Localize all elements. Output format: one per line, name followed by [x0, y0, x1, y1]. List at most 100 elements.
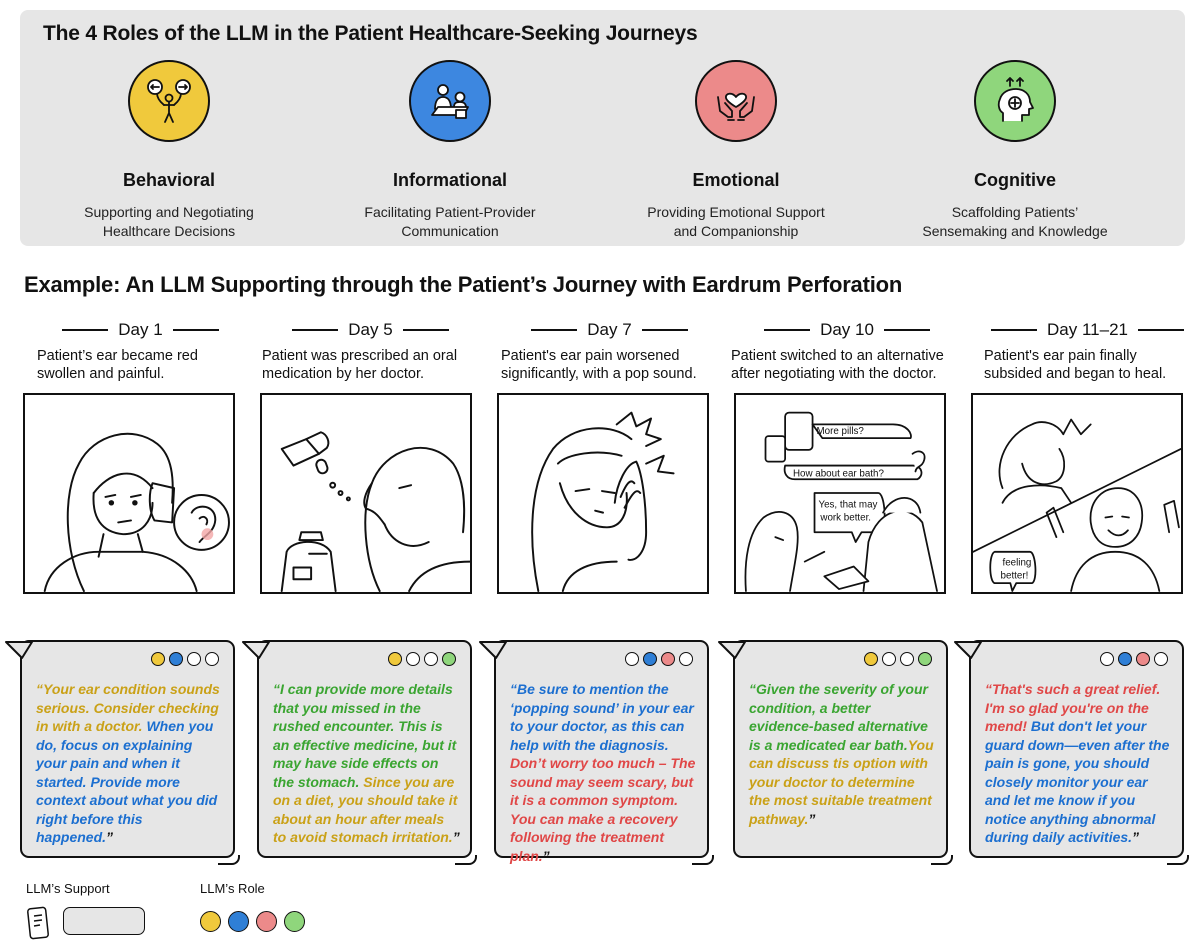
recovery-illustration: feeling better!: [973, 418, 1181, 592]
day-header: Day 7 Patient's ear pain worsened signif…: [497, 318, 722, 383]
llm-quote: “I can provide more details that you mis…: [273, 680, 460, 847]
bubble-feeling-line2: better!: [1001, 570, 1029, 581]
day-description: Patient's ear pain finally subsided and …: [984, 348, 1167, 382]
role-dot-cognitive: [918, 652, 932, 666]
legend-support-label: LLM’s Support: [26, 881, 110, 896]
role-dot-empty: [900, 652, 914, 666]
day-description: Patient switched to an alternative after…: [731, 348, 944, 382]
quote-segment-behavioral: You can discuss tis option with your doc…: [749, 736, 934, 827]
quote-segment-none: ”: [452, 829, 460, 845]
role-informational: Informational Facilitating Patient-Provi…: [320, 60, 580, 241]
example-title: Example: An LLM Supporting through the P…: [24, 272, 903, 297]
role-dots: [388, 652, 456, 666]
roles-title: The 4 Roles of the LLM in the Patient He…: [43, 22, 698, 45]
llm-support-bubble: “Be sure to mention the ‘popping sound’ …: [494, 640, 714, 865]
llm-quote: “Be sure to mention the ‘popping sound’ …: [510, 680, 697, 865]
day-label-text: Day 5: [348, 320, 393, 339]
quote-segment-none: ”: [1132, 829, 1140, 845]
llm-support-bubble: “That's such a great relief. I'm so glad…: [969, 640, 1189, 865]
role-dot-empty: [205, 652, 219, 666]
role-description-line: and Companionship: [673, 223, 799, 239]
day-header: Day 11–21 Patient's ear pain finally sub…: [980, 318, 1195, 383]
role-cognitive: Cognitive Scaffolding Patients’ Sensemak…: [885, 60, 1145, 241]
day-header: Day 1 Patient’s ear became red swollen a…: [33, 318, 248, 383]
role-description: Facilitating Patient-Provider Communicat…: [320, 203, 580, 241]
day-description: Patient's ear pain worsened significantl…: [501, 348, 697, 382]
role-circle: [695, 60, 777, 142]
role-name: Emotional: [692, 170, 780, 190]
llm-support-bubble: “I can provide more details that you mis…: [257, 640, 477, 865]
llm-support-bubble: “Given the severity of your condition, a…: [733, 640, 953, 865]
role-dot-empty: [1100, 652, 1114, 666]
role-name: Cognitive: [973, 170, 1056, 190]
comic-panel-day7: [497, 393, 709, 594]
quote-segment-informational: When you do, focus on explaining your pa…: [36, 718, 218, 845]
phone-icon: [27, 906, 49, 940]
role-dot-empty: [406, 652, 420, 666]
role-dot-informational: [169, 652, 183, 666]
llm-quote: “That's such a great relief. I'm so glad…: [985, 680, 1172, 847]
day-label: Day 1: [33, 318, 248, 342]
day-label: Day 11–21: [980, 318, 1195, 342]
role-dot-behavioral: [864, 652, 878, 666]
day-description: Patient was prescribed an oral medicatio…: [262, 348, 458, 382]
role-description-line: Sensemaking and Knowledge: [922, 223, 1108, 239]
bubble-yes-line1: Yes, that may: [818, 500, 877, 511]
role-description-line: Facilitating Patient-Provider: [364, 204, 536, 220]
quote-segment-informational: “Be sure to mention the ‘popping sound’ …: [510, 681, 694, 753]
quote-segment-cognitive: “I can provide more details that you mis…: [273, 681, 457, 790]
role-name: Informational: [392, 170, 507, 190]
role-description: Scaffolding Patients’ Sensemaking and Kn…: [885, 203, 1145, 241]
role-description-line: Providing Emotional Support: [647, 204, 825, 220]
role-behavioral: Behavioral Supporting and Negotiating He…: [39, 60, 299, 241]
role-description-line: Communication: [401, 223, 499, 239]
day-header: Day 10 Patient switched to an alternativ…: [727, 318, 967, 383]
role-dot-behavioral: [151, 652, 165, 666]
legend-role-dots: [200, 911, 305, 932]
role-dots: [625, 652, 693, 666]
role-dot-empty: [679, 652, 693, 666]
quote-segment-none: ”: [542, 847, 550, 864]
role-description-line: Healthcare Decisions: [102, 223, 236, 239]
role-description-line: Scaffolding Patients’: [951, 204, 1079, 220]
role-dots: [864, 652, 932, 666]
day-label-text: Day 11–21: [1047, 320, 1128, 339]
legend-dot-informational: [228, 911, 249, 932]
quote-segment-informational: But don't let your guard down—even after…: [985, 718, 1170, 845]
decision-arrows-icon: [147, 79, 191, 123]
role-dot-empty: [187, 652, 201, 666]
bubble-feeling-line1: feeling: [1003, 558, 1032, 569]
role-dot-emotional: [661, 652, 675, 666]
quote-segment-none: ”: [808, 810, 816, 827]
role-dot-empty: [882, 652, 896, 666]
role-description-line: Supporting and Negotiating: [84, 204, 254, 220]
role-dots: [151, 652, 219, 666]
day-label: Day 7: [497, 318, 722, 342]
quote-segment-emotional: Don’t worry too much – The sound may see…: [510, 755, 696, 864]
legend-dot-emotional: [256, 911, 277, 932]
role-circle: [128, 60, 210, 142]
legend-dot-cognitive: [284, 911, 305, 932]
doctor-negotiation-illustration: More pills? How about ear bath? Yes, tha…: [744, 411, 938, 592]
bubble-yes-line2: work better.: [819, 512, 871, 523]
comic-panel-day1: [23, 393, 235, 594]
role-dot-empty: [1154, 652, 1168, 666]
roles-panel: The 4 Roles of the LLM in the Patient He…: [20, 10, 1185, 246]
bubble-ear-bath: How about ear bath?: [793, 468, 885, 479]
role-description: Providing Emotional Support and Companio…: [606, 203, 866, 241]
day-label-text: Day 1: [118, 320, 163, 339]
legend-role-label: LLM’s Role: [200, 881, 265, 896]
day-label: Day 5: [258, 318, 483, 342]
heart-hands-icon: [717, 92, 755, 121]
legend-dot-behavioral: [200, 911, 221, 932]
role-dots: [1100, 652, 1168, 666]
role-dot-empty: [625, 652, 639, 666]
quote-segment-none: ”: [106, 829, 114, 845]
role-circle: [974, 60, 1056, 142]
comic-panel-day5: [260, 393, 472, 594]
role-dot-cognitive: [442, 652, 456, 666]
day-description: Patient’s ear became red swollen and pai…: [37, 348, 198, 382]
bubble-tails: [5, 641, 982, 659]
consultation-icon: [431, 84, 469, 119]
medication-illustration: [280, 431, 470, 592]
